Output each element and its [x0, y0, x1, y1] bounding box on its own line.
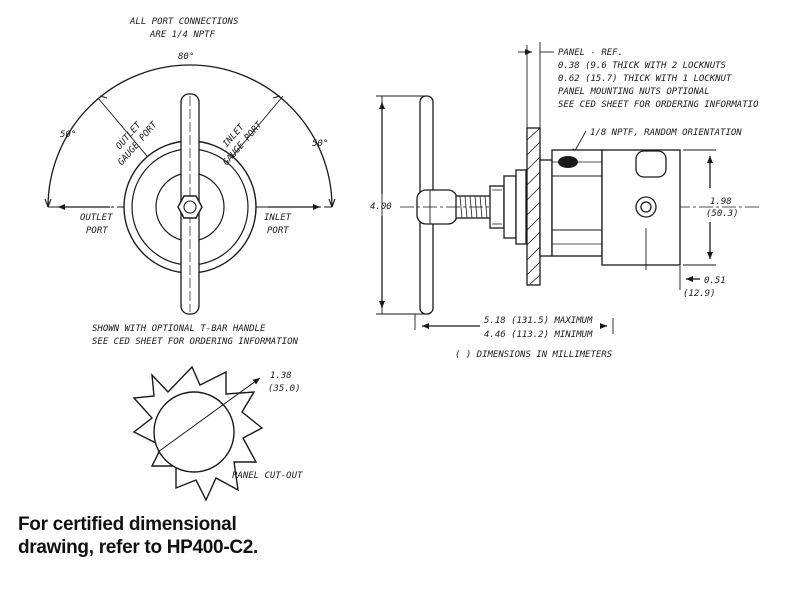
cutout-circle — [153, 391, 235, 473]
cutout-dia-mm: (35.0) — [268, 384, 301, 394]
port-note-line-2: ARE 1/4 NPTF — [149, 30, 216, 40]
cutout-label: PANEL CUT-OUT — [232, 471, 303, 481]
min-length: 4.46 (113.2) MINIMUM — [484, 330, 593, 340]
panel-cutout-view: 1.38 (35.0) PANEL CUT-OUT — [132, 365, 303, 502]
max-length: 5.18 (131.5) MAXIMUM — [484, 316, 593, 326]
nptf-note: 1/8 NPTF, RANDOM ORIENTATION — [590, 128, 742, 138]
cutout-dia: 1.38 — [270, 371, 292, 381]
offset-dim: 0.51 — [704, 276, 726, 286]
hex-nut — [177, 195, 203, 219]
outlet-port-label-2: PORT — [86, 226, 108, 236]
handle-note-line-1: SHOWN WITH OPTIONAL T-BAR HANDLE — [92, 324, 266, 334]
body-dia: 1.98 — [710, 197, 732, 207]
side-view: PANEL - REF. 0.38 (9.6 THICK WITH 2 LOCK… — [370, 42, 760, 360]
angle-top-label: 80° — [178, 52, 194, 62]
caption-line-1: For certified dimensional — [18, 514, 237, 535]
panel — [526, 127, 541, 286]
offset-dim-mm: (12.9) — [683, 289, 716, 299]
height-dim: 4.00 — [370, 202, 392, 212]
panel-note-5: SEE CED SHEET FOR ORDERING INFORMATIO — [558, 100, 759, 110]
handle-note-line-2: SEE CED SHEET FOR ORDERING INFORMATION — [92, 337, 298, 347]
mm-note: ( ) DIMENSIONS IN MILLIMETERS — [455, 350, 613, 360]
angle-left-label: 50° — [60, 130, 76, 140]
panel-note-1: PANEL - REF. — [558, 48, 623, 58]
inlet-port-label-2: PORT — [267, 226, 289, 236]
caption-line-2: drawing, refer to HP400-C2. — [18, 537, 259, 558]
inlet-port-label-1: INLET — [264, 213, 292, 223]
panel-note-2: 0.38 (9.6 THICK WITH 2 LOCKNUTS — [558, 61, 727, 71]
outlet-port-label-1: OUTLET — [80, 213, 113, 223]
port-note-line-1: ALL PORT CONNECTIONS — [129, 17, 239, 27]
reference-caption: For certified dimensional drawing, refer… — [18, 513, 258, 559]
panel-note-4: PANEL MOUNTING NUTS OPTIONAL — [558, 87, 710, 97]
angle-arc — [47, 64, 333, 208]
angle-right-label: 50° — [312, 139, 328, 149]
front-view: ALL PORT CONNECTIONS ARE 1/4 NPTF 80° 50… — [44, 17, 336, 347]
body-dia-mm: (50.3) — [706, 209, 739, 219]
panel-note-3: 0.62 (15.7) THICK WITH 1 LOCKNUT — [558, 74, 732, 84]
